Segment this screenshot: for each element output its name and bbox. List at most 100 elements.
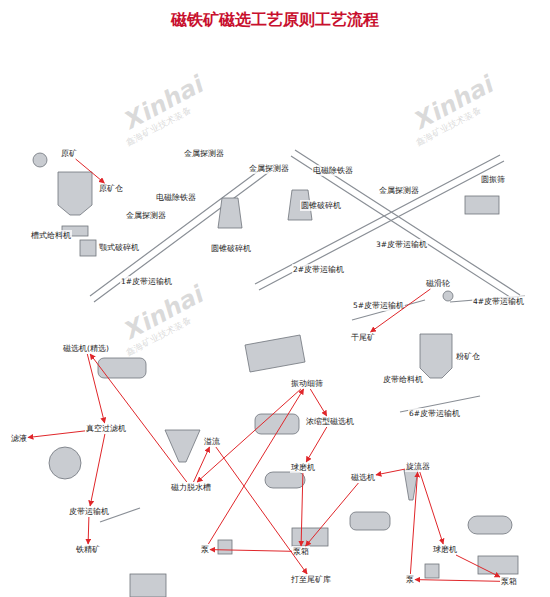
node-text: 电磁除铁器 <box>156 193 196 202</box>
flow-line <box>76 159 105 183</box>
flow-line <box>376 469 405 475</box>
node-text: 球磨机 <box>433 545 457 554</box>
equipment-label: 球磨机 <box>432 544 458 555</box>
flow-line <box>194 447 210 482</box>
node-text: 真空过滤机 <box>86 424 126 433</box>
node-text: 6#皮带运输机 <box>409 409 460 418</box>
magnetic-separator <box>255 414 299 434</box>
flow-line <box>28 431 85 438</box>
equipment-label: 5#皮带运输机 <box>352 300 405 311</box>
equipment-label: 槽式给料机 <box>30 230 72 241</box>
node-text: 槽式给料机 <box>31 231 71 240</box>
node-text: 泵箱 <box>501 577 517 586</box>
magnetic-separator <box>98 358 146 378</box>
equipment-label: 电磁除铁器 <box>312 165 354 176</box>
flow-line <box>197 389 301 482</box>
equipment-label: 电磁除铁器 <box>155 192 197 203</box>
node-text: 5#皮带运输机 <box>353 301 404 310</box>
node-text: 泵箱 <box>293 547 309 556</box>
flow-line <box>87 354 104 423</box>
ball-mill <box>265 472 305 488</box>
node-text: 磁选机(精选) <box>63 344 109 353</box>
node-text: 磁力脱水槽 <box>171 483 211 492</box>
equipment-label: 圆锥破碎机 <box>210 243 252 254</box>
equipment-label: 浓缩型磁选机 <box>305 416 355 427</box>
flow-line <box>371 289 431 332</box>
equipment-label: 磁力脱水槽 <box>170 482 212 493</box>
node-text: 铁精矿 <box>76 545 100 554</box>
conveyor-truss <box>90 166 269 302</box>
node-text: 圆振筛 <box>481 175 505 184</box>
flow-line <box>216 447 307 574</box>
equipment-label: 圆锥破碎机 <box>300 200 342 211</box>
flow-line <box>410 472 417 574</box>
node-text: 金属探测器 <box>249 164 289 173</box>
equipment-label: 铁精矿 <box>75 544 101 555</box>
node-text: 金属探测器 <box>126 211 166 220</box>
equipment-label: 泵箱 <box>292 546 310 557</box>
node-text: 金属探测器 <box>379 186 419 195</box>
node-text: 干尾矿 <box>351 333 375 342</box>
node-text: 电磁除铁器 <box>313 166 353 175</box>
magnetic-separator <box>350 512 390 530</box>
equipment-label: 原矿仓 <box>98 183 124 194</box>
raw-ore-icon <box>33 153 47 167</box>
pump-box <box>292 528 328 546</box>
node-text: 溢流 <box>204 437 220 446</box>
flow-line <box>420 472 443 544</box>
dewatering-tank <box>165 430 200 462</box>
node-text: 2#皮带运输机 <box>293 265 344 274</box>
flow-line <box>90 434 105 506</box>
flow-line <box>301 473 303 546</box>
vacuum-filter <box>49 447 81 479</box>
flow-line <box>306 483 359 546</box>
equipment-label: 磁选机(精选) <box>62 343 110 354</box>
fine-screen <box>245 335 305 372</box>
node-text: 浓缩型磁选机 <box>306 417 354 426</box>
flow-line <box>415 580 500 582</box>
magnetic-pulley <box>443 291 453 301</box>
equipment-label: 球磨机 <box>290 462 316 473</box>
node-text: 球磨机 <box>291 463 315 472</box>
node-text: 磁滑轮 <box>426 279 450 288</box>
node-text: 泵 <box>201 545 209 554</box>
node-text: 4#皮带运输机 <box>473 297 524 306</box>
node-text: 滤液 <box>11 434 27 443</box>
node-text: 原矿仓 <box>99 184 123 193</box>
conveyor-truss <box>352 300 425 320</box>
cone-crusher <box>218 198 242 228</box>
equipment-label: 泵 <box>200 544 210 555</box>
equipment-label: 皮带运输机 <box>68 506 110 517</box>
pump-box <box>478 556 518 574</box>
flow-line <box>208 389 303 544</box>
node-text: 磁选机 <box>351 473 375 482</box>
equipment-label: 振动细筛 <box>290 378 324 389</box>
node-text: 金属探测器 <box>184 149 224 158</box>
equipment-label: 旋流器 <box>405 461 431 472</box>
equipment-label: 2#皮带运输机 <box>292 264 345 275</box>
node-text: 打至尾矿库 <box>291 575 331 584</box>
flow-line <box>88 517 90 544</box>
hydrocyclone <box>404 470 418 500</box>
vibrating-screen <box>465 196 499 214</box>
pump <box>218 540 232 554</box>
equipment-label: 皮带给料机 <box>382 374 424 385</box>
node-text: 圆锥破碎机 <box>211 244 251 253</box>
node-text: 1#皮带运输机 <box>121 277 172 286</box>
flow-line <box>90 354 187 482</box>
diagram-title: 磁铁矿磁选工艺原则工艺流程 <box>0 10 550 31</box>
equipment-label: 粉矿仓 <box>455 351 481 362</box>
jaw-crusher <box>80 240 96 256</box>
powder-bin <box>420 334 452 378</box>
equipment-label: 打至尾矿库 <box>290 574 332 585</box>
equipment-label: 4#皮带运输机 <box>472 296 525 307</box>
equipment-label: 泵 <box>405 574 415 585</box>
equipment-label: 原矿 <box>60 148 78 159</box>
equipment-label: 磁选机 <box>350 472 376 483</box>
equipment-label: 真空过滤机 <box>85 423 127 434</box>
ball-mill <box>468 516 512 534</box>
flow-line <box>306 427 327 462</box>
flow-line <box>210 550 292 552</box>
equipment-label: 干尾矿 <box>350 332 376 343</box>
